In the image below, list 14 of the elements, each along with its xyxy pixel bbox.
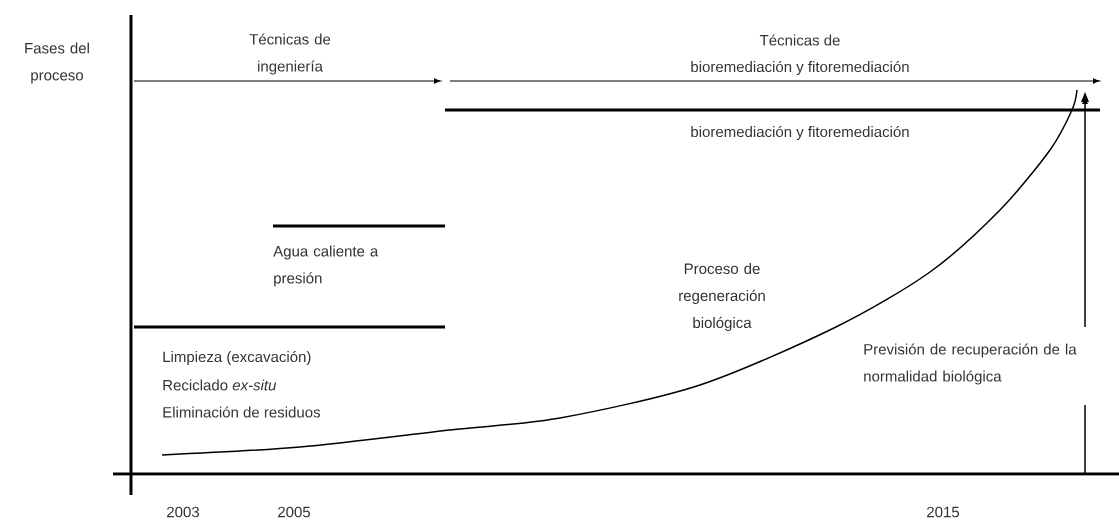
phase-label: Técnicas de: [759, 34, 840, 46]
phase-label: bioremediación y fitoremediación: [691, 60, 909, 76]
list-item: Eliminación de residuos: [163, 406, 320, 418]
year-label: 2005: [278, 506, 311, 518]
year-label: 2003: [167, 506, 199, 518]
list-item: Reciclado ex-situ: [163, 379, 277, 391]
band-label: Agua caliente a presión: [273, 245, 379, 287]
list-item: Limpieza (excavación): [163, 350, 311, 366]
axis-title: Fases del proceso: [25, 42, 89, 84]
year-label: 2015: [927, 506, 960, 518]
band-label: bioremediación y fitoremediación: [691, 125, 909, 141]
curve-label: Proceso de regeneración biológica: [679, 263, 765, 331]
annotation: Previsión de recuperación de la normalidad biológica: [864, 343, 1077, 385]
phase-label: Técnicas de ingeniería: [249, 33, 331, 75]
